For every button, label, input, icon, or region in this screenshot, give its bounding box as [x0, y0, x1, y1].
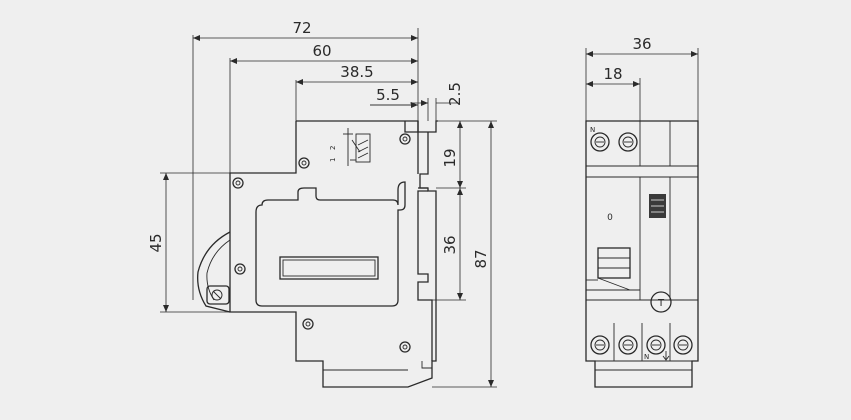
side-upper-step [404, 121, 433, 361]
terminal-screw [646, 335, 666, 355]
earth-arrow-icon [662, 351, 670, 361]
side-central-panel [255, 181, 406, 307]
front-lever [597, 247, 631, 279]
dim-label: 72 [292, 19, 311, 37]
dim-label: 5.5 [376, 86, 400, 104]
side-terminal-screw [211, 289, 223, 301]
side-bottom-lip [296, 360, 408, 371]
side-din-clip-arc [197, 231, 231, 313]
dim-45: 45 [147, 173, 169, 312]
side-label-window [279, 256, 379, 280]
neutral-mark: N [644, 353, 649, 361]
side-terminal-block [206, 285, 230, 305]
side-din-clip-arc-inner [206, 239, 231, 301]
terminal-mark: 2 [329, 146, 337, 150]
wiring-symbol: 2 1 [329, 128, 371, 166]
side-view: 2 1 [197, 120, 438, 388]
neutral-mark: N [590, 126, 595, 134]
side-label-window-inner [282, 259, 376, 277]
dim-2-5: 2.5 [410, 82, 464, 106]
status-window: 0 [607, 213, 613, 223]
dim-label: 45 [147, 233, 165, 252]
dim-label: 38.5 [340, 63, 373, 81]
dim-36-front: 36 [586, 35, 698, 57]
dim-18-front: 18 [586, 65, 640, 87]
side-screw [298, 157, 310, 169]
dim-label: 36 [632, 35, 651, 53]
side-screw [302, 318, 314, 330]
dim-label: 18 [603, 65, 622, 83]
dim-label: 36 [441, 235, 459, 254]
side-screw [232, 177, 244, 189]
dim-87: 87 [472, 121, 494, 387]
dim-60: 60 [230, 42, 418, 64]
dim-label: 60 [312, 42, 331, 60]
side-screw [399, 133, 411, 145]
terminal-screw [590, 335, 610, 355]
dim-label: 19 [441, 148, 459, 167]
dim-19: 19 [441, 121, 463, 188]
test-button [650, 291, 672, 313]
terminal-screw [590, 132, 610, 152]
front-extension-lines [585, 48, 699, 121]
dim-label: 87 [472, 249, 490, 268]
terminal-screw [673, 335, 693, 355]
side-extension-lines [160, 28, 497, 388]
dim-36: 36 [441, 188, 463, 300]
side-screw [399, 341, 411, 353]
dim-5-5: 5.5 [370, 86, 418, 108]
front-view: 0 T N N [585, 120, 699, 388]
dim-38-5: 38.5 [296, 63, 418, 85]
terminal-mark: 1 [329, 158, 337, 162]
terminal-screw [618, 132, 638, 152]
test-button-label: T [657, 298, 665, 309]
dim-72: 72 [193, 19, 418, 41]
terminal-screw [618, 335, 638, 355]
dim-label: 2.5 [446, 82, 464, 106]
side-notch [421, 361, 432, 369]
side-screw [234, 263, 246, 275]
